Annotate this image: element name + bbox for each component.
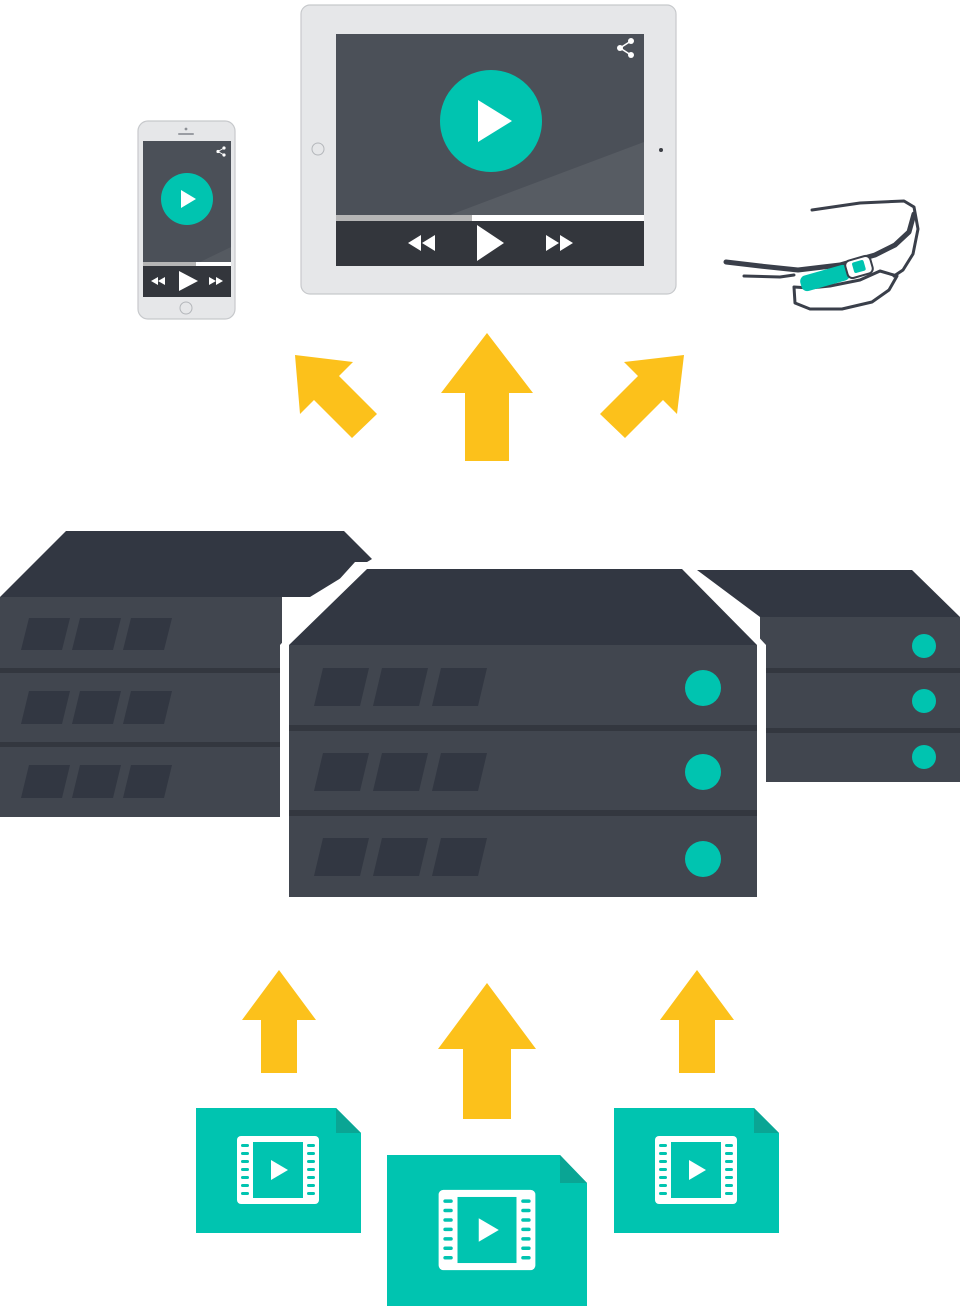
play-button[interactable] — [440, 70, 542, 172]
play-button[interactable] — [161, 173, 213, 225]
server-center — [280, 562, 766, 904]
status-light — [912, 689, 936, 713]
home-button — [311, 142, 325, 156]
arrow-to-glasses — [600, 355, 684, 438]
arrow-from-file-1 — [242, 970, 316, 1073]
progress-bar[interactable] — [336, 215, 644, 221]
film-play-icon — [655, 1136, 737, 1204]
status-light — [685, 841, 721, 877]
arrow-to-phone — [295, 355, 377, 438]
status-light — [912, 745, 936, 769]
share-icon[interactable] — [617, 38, 634, 58]
server-left — [0, 531, 372, 817]
home-button — [179, 301, 193, 315]
video-file-3 — [614, 1108, 779, 1233]
arrow-from-file-2 — [438, 983, 536, 1119]
smart-glasses-device — [723, 199, 920, 311]
play-icon — [181, 190, 196, 208]
server-right — [697, 570, 960, 782]
arrow-to-tablet — [441, 333, 533, 461]
drive-bays — [314, 668, 487, 876]
film-play-icon — [237, 1136, 319, 1204]
status-light — [685, 670, 721, 706]
progress-bar[interactable] — [143, 262, 231, 266]
drive-bays — [21, 618, 172, 798]
arrow-from-file-3 — [660, 970, 734, 1073]
tablet-device — [300, 4, 677, 295]
play-control-icon[interactable] — [477, 225, 504, 261]
play-control-icon[interactable] — [179, 271, 198, 291]
rewind-icon[interactable] — [408, 235, 435, 251]
film-play-icon — [438, 1189, 536, 1271]
video-file-2 — [387, 1155, 587, 1306]
rewind-icon[interactable] — [151, 277, 165, 285]
status-light — [685, 754, 721, 790]
glasses-camera — [800, 264, 850, 292]
video-file-1 — [196, 1108, 361, 1233]
share-icon[interactable] — [216, 146, 226, 157]
phone-device — [137, 120, 236, 320]
status-light — [912, 634, 936, 658]
play-icon — [478, 100, 512, 142]
forward-icon[interactable] — [209, 277, 223, 285]
forward-icon[interactable] — [546, 235, 573, 251]
